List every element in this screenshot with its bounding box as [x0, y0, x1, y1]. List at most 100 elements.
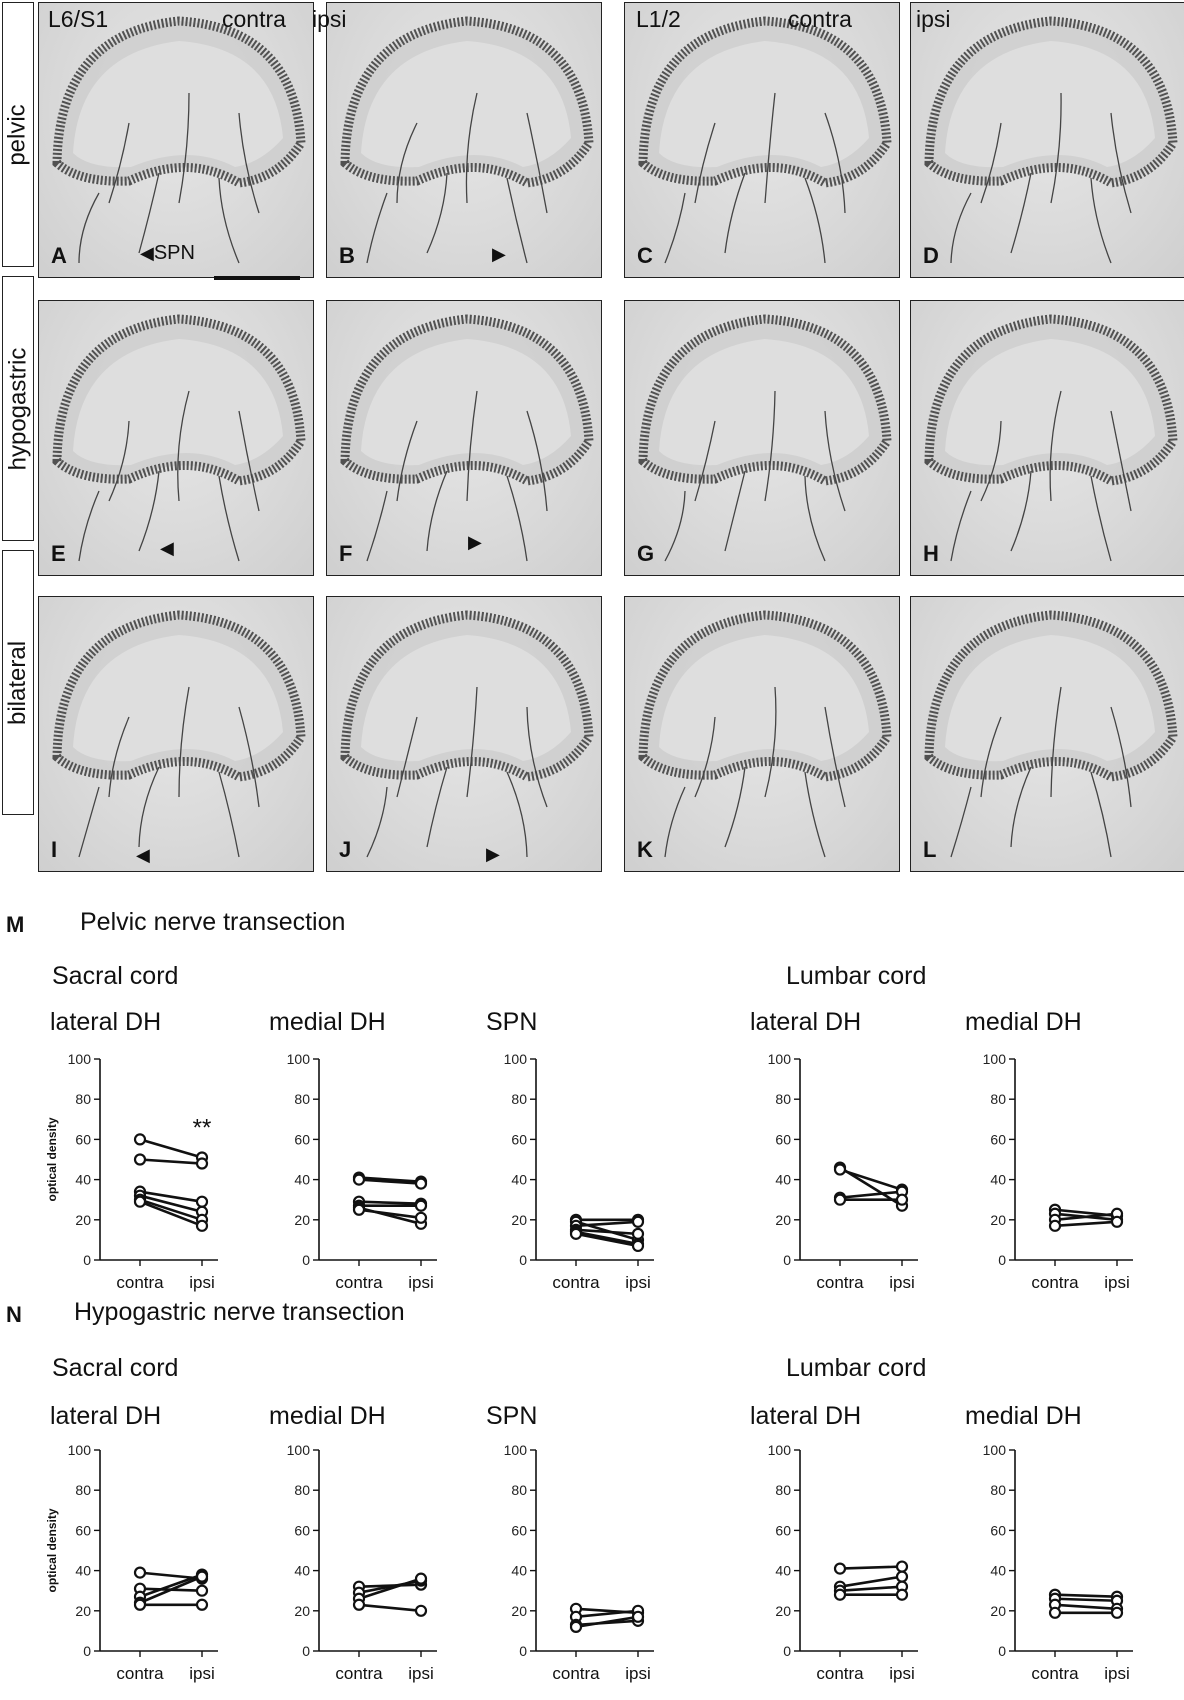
pair-line: [1054, 1212, 1118, 1222]
point-ipsi: [631, 1610, 645, 1623]
dorsal-horn-drawing: [52, 16, 306, 264]
pair-line: [358, 1579, 422, 1594]
pair-line: [575, 1220, 639, 1228]
nerve-fiber: [465, 92, 478, 204]
panel-letter-a: A: [51, 243, 67, 268]
point-ipsi: [414, 1578, 428, 1591]
y-tick-label: 20: [775, 1212, 791, 1228]
y-tick-label: 20: [511, 1603, 527, 1619]
x-tick-label: contra: [335, 1273, 383, 1292]
y-axis-label: optical density: [45, 1508, 59, 1592]
pair-line: [139, 1194, 203, 1214]
y-tick-label: 40: [75, 1563, 91, 1579]
point-ipsi: [195, 1568, 209, 1581]
nerve-fiber: [178, 92, 190, 204]
point-contra: [569, 1610, 583, 1623]
dorsal-horn-drawing: [924, 16, 1178, 264]
point-contra: [569, 1219, 583, 1232]
chart-title: SPN: [486, 1008, 538, 1036]
point-contra: [1048, 1598, 1062, 1611]
arrowhead-spn-a: ◀SPN: [140, 242, 195, 265]
point-ipsi: [631, 1233, 645, 1247]
dorsal-horn-drawing: [340, 610, 594, 858]
point-contra: [133, 1133, 147, 1146]
group-title-sacral-m: Sacral cord: [52, 962, 179, 990]
nerve-fiber: [466, 686, 478, 798]
dorsal-horn-drawing: [340, 16, 594, 264]
y-tick-label: 0: [83, 1643, 91, 1659]
spn-label: SPN: [153, 242, 195, 264]
pair-line: [1054, 1220, 1118, 1228]
y-tick-label: 0: [519, 1252, 527, 1268]
nerve-fiber: [1110, 410, 1132, 512]
point-contra: [133, 1193, 147, 1206]
section-title-m: Pelvic nerve transection: [80, 908, 346, 936]
pair-line: [139, 1198, 203, 1222]
chart-title: medial DH: [965, 1402, 1082, 1430]
chart-title: medial DH: [965, 1008, 1082, 1036]
point-ipsi: [895, 1570, 909, 1583]
arrowhead-a-glyph: ◀: [140, 243, 154, 263]
row-label-pelvic-text: pelvic: [4, 103, 32, 166]
point-contra: [833, 1580, 847, 1593]
nerve-fiber: [218, 771, 240, 858]
nerve-fiber: [950, 490, 972, 562]
point-contra: [833, 1191, 847, 1204]
y-tick-label: 100: [68, 1442, 92, 1458]
nerve-fiber: [724, 470, 746, 552]
pair-line: [1054, 1597, 1118, 1603]
point-ipsi: [1110, 1594, 1124, 1607]
point-ipsi: [631, 1604, 645, 1617]
micrograph-panel-a: A: [38, 2, 314, 278]
pair-line: [139, 1200, 203, 1228]
header-contra-1: contra: [222, 6, 286, 32]
point-ipsi: [195, 1572, 209, 1585]
point-ipsi: [414, 1604, 428, 1617]
point-contra: [352, 1203, 366, 1216]
pair-line: [1054, 1603, 1118, 1611]
y-tick-label: 0: [783, 1252, 791, 1268]
y-tick-label: 20: [294, 1603, 310, 1619]
y-tick-label: 60: [75, 1522, 91, 1538]
nerve-fiber: [218, 177, 240, 264]
point-ipsi: [414, 1197, 428, 1210]
chart-title: lateral DH: [750, 1402, 862, 1430]
point-contra: [352, 1592, 366, 1605]
point-contra: [133, 1590, 147, 1603]
pair-line: [575, 1615, 639, 1629]
nerve-fiber: [178, 686, 190, 798]
arrowhead-f: ▶: [468, 532, 482, 552]
point-ipsi: [1110, 1602, 1124, 1615]
y-tick-label: 80: [511, 1482, 527, 1498]
nerve-fiber: [724, 766, 746, 848]
y-axis-label: optical density: [45, 1117, 59, 1201]
point-contra: [133, 1582, 147, 1595]
x-tick-label: contra: [1031, 1664, 1079, 1683]
x-tick-label: ipsi: [408, 1664, 434, 1683]
dorsal-horn-interior: [945, 339, 1155, 466]
nerve-fiber: [804, 771, 826, 858]
point-ipsi: [631, 1237, 645, 1251]
nerve-fiber: [1090, 177, 1112, 264]
y-tick-label: 100: [504, 1442, 528, 1458]
nerve-fiber: [664, 786, 686, 858]
nerve-fiber: [950, 192, 972, 264]
y-tick-label: 20: [75, 1603, 91, 1619]
pair-line: [575, 1220, 639, 1242]
y-tick-label: 0: [519, 1643, 527, 1659]
y-tick-label: 80: [75, 1482, 91, 1498]
arrowhead-i: ◀: [136, 845, 150, 865]
point-ipsi: [195, 1598, 209, 1611]
nerve-fiber: [506, 771, 528, 858]
y-tick-label: 100: [768, 1051, 792, 1067]
chart-title: lateral DH: [50, 1402, 162, 1430]
point-contra: [569, 1215, 583, 1228]
micrograph-panel-d: D: [910, 2, 1184, 278]
panel-letter-k: K: [637, 837, 653, 862]
dorsal-horn-interior: [361, 339, 571, 466]
y-tick-label: 80: [775, 1482, 791, 1498]
y-tick-label: 0: [998, 1252, 1006, 1268]
panel-letter-c: C: [637, 243, 653, 268]
x-tick-label: contra: [816, 1664, 864, 1683]
nerve-fiber: [1090, 475, 1112, 562]
